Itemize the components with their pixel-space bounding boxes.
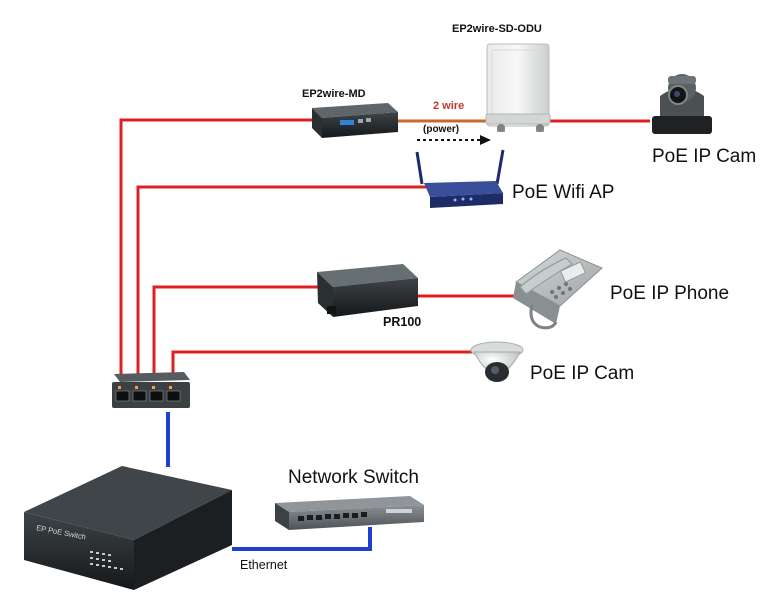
ethernet-label: Ethernet	[240, 558, 288, 572]
cable-to-dome-cam	[171, 350, 472, 378]
ptz-camera-icon	[652, 74, 712, 134]
pr100-label: PR100	[383, 315, 422, 329]
wifi-ap-label: PoE Wifi AP	[512, 182, 615, 203]
two-wire-label: 2 wire	[433, 100, 465, 112]
poe-cables	[119, 118, 650, 378]
wifi-router-icon	[415, 149, 505, 208]
media-converter-icon	[312, 103, 398, 138]
outdoor-unit-icon	[485, 43, 551, 132]
dome-cam-label: PoE IP Cam	[530, 363, 635, 384]
network-switch-icon	[275, 496, 424, 530]
repeater-box-icon	[317, 264, 418, 317]
md-label: EP2wire-MD	[302, 88, 366, 100]
network-switch-label: Network Switch	[288, 467, 419, 488]
ip-phone-icon	[513, 249, 603, 330]
cable-to-pr100	[152, 285, 320, 378]
ip-phone-label: PoE IP Phone	[610, 283, 730, 304]
small-poe-switch-icon	[112, 372, 190, 408]
power-arrow	[417, 135, 491, 145]
odu-label: EP2wire-SD-ODU	[452, 23, 542, 35]
cable-to-wifi-ap	[136, 185, 460, 378]
poe-switch-icon: EP PoE Switch	[24, 466, 232, 590]
cable-to-md	[119, 118, 312, 378]
cable-ethernet	[232, 527, 372, 551]
ptz-cam-label: PoE IP Cam	[652, 146, 757, 167]
dome-camera-icon	[470, 341, 524, 382]
ethernet-cables	[166, 412, 372, 551]
power-label: (power)	[423, 124, 460, 135]
